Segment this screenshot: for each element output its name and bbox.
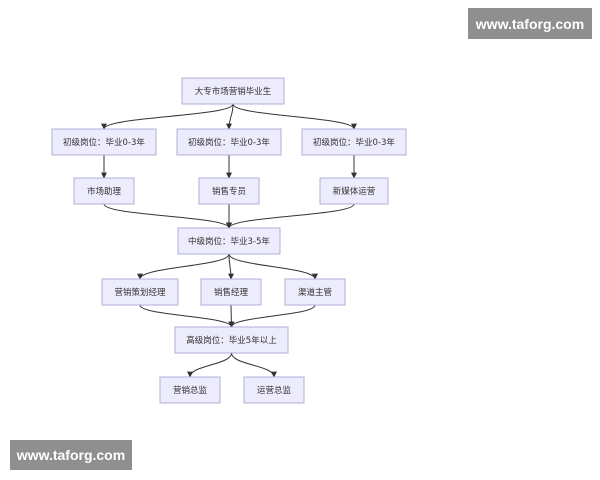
node-label: 渠道主管	[298, 287, 332, 298]
node-box	[159, 376, 221, 404]
node-marketing-planner: 营销策划经理	[101, 278, 179, 306]
node-box	[101, 278, 179, 306]
node-box	[319, 177, 389, 205]
edge-root-to-entry3	[232, 103, 357, 130]
node-label: 新媒体运营	[333, 186, 376, 197]
edge-senior-to-operations_director	[231, 352, 277, 378]
edge-mid-to-sales_manager	[227, 253, 234, 280]
edge-root-to-entry2	[226, 103, 234, 130]
node-sales-manager: 销售经理	[200, 278, 262, 306]
node-label: 中级岗位：毕业3-5年	[188, 236, 270, 247]
edge-new_media_ops-to-mid	[226, 203, 355, 229]
node-mid: 中级岗位：毕业3-5年	[177, 227, 281, 255]
node-box	[198, 177, 260, 205]
node-box	[177, 227, 281, 255]
edge-senior-to-marketing_director	[187, 352, 232, 378]
node-box	[243, 376, 305, 404]
node-box	[73, 177, 135, 205]
node-label: 市场助理	[87, 186, 122, 197]
node-box	[176, 128, 282, 156]
node-entry3: 初级岗位：毕业0-3年	[301, 128, 407, 156]
node-sales-specialist: 销售专员	[198, 177, 260, 205]
node-box	[174, 326, 289, 354]
watermark-bottom: www.taforg.com	[10, 440, 132, 470]
edge-root-to-entry1	[101, 103, 234, 130]
node-box	[51, 128, 157, 156]
watermark-top: www.taforg.com	[468, 8, 592, 39]
edge-mid-to-channel_lead	[228, 253, 318, 280]
node-marketing-assistant: 市场助理	[73, 177, 135, 205]
node-label: 销售经理	[214, 287, 249, 298]
edge-channel_lead-to-senior	[228, 304, 316, 328]
node-label: 销售专员	[212, 186, 246, 197]
node-label: 运营总监	[257, 385, 292, 396]
node-label: 初级岗位：毕业0-3年	[313, 137, 395, 148]
node-label: 大专市场营销毕业生	[195, 86, 272, 97]
edge-mid-to-marketing_planner	[137, 253, 230, 280]
node-entry2: 初级岗位：毕业0-3年	[176, 128, 282, 156]
node-box	[284, 278, 346, 306]
node-senior: 高级岗位：毕业5年以上	[174, 326, 289, 354]
node-new-media-ops: 新媒体运营	[319, 177, 389, 205]
node-box	[200, 278, 262, 306]
node-root: 大专市场营销毕业生	[181, 77, 285, 105]
node-marketing-director: 营销总监	[159, 376, 221, 404]
edges	[101, 103, 357, 378]
node-operations-director: 运营总监	[243, 376, 305, 404]
node-label: 初级岗位：毕业0-3年	[63, 137, 145, 148]
node-label: 营销总监	[173, 385, 208, 396]
node-box	[301, 128, 407, 156]
node-label: 高级岗位：毕业5年以上	[186, 335, 277, 346]
node-channel-lead: 渠道主管	[284, 278, 346, 306]
node-box	[181, 77, 285, 105]
node-label: 营销策划经理	[114, 287, 166, 298]
node-label: 初级岗位：毕业0-3年	[188, 137, 270, 148]
node-entry1: 初级岗位：毕业0-3年	[51, 128, 157, 156]
edge-marketing_planner-to-senior	[139, 304, 235, 328]
edge-sales_manager-to-senior	[228, 304, 235, 328]
edge-marketing_assistant-to-mid	[103, 203, 232, 229]
